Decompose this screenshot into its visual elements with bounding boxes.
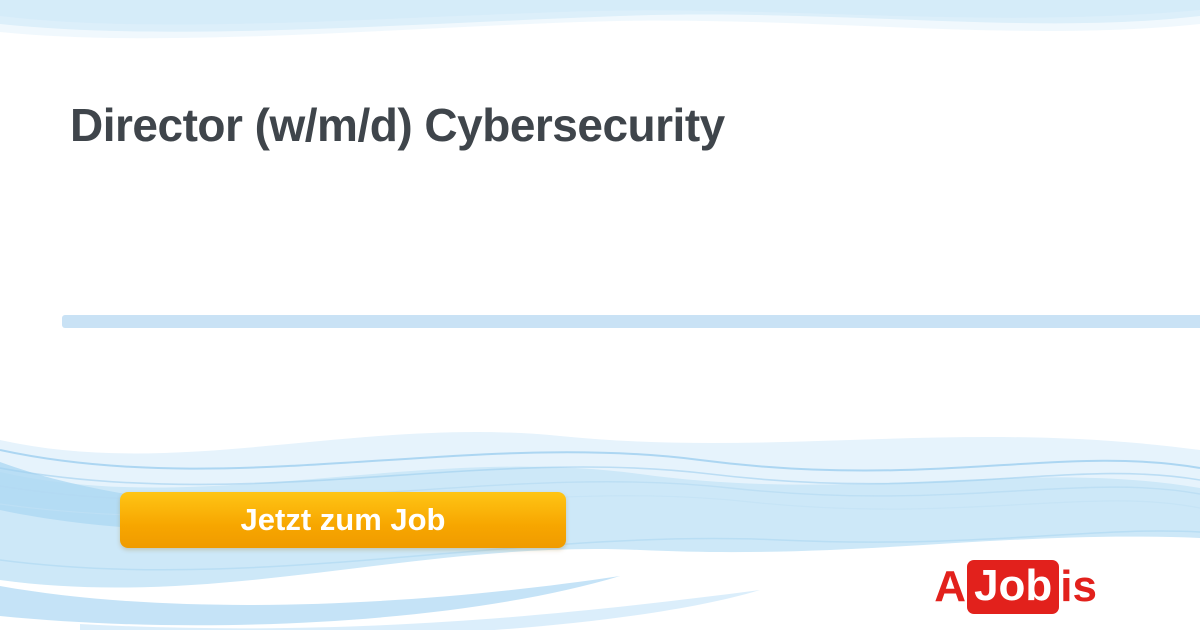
top-wave-svg bbox=[0, 0, 1200, 39]
job-title: Director (w/m/d) Cybersecurity bbox=[70, 99, 725, 151]
logo-prefix: A bbox=[934, 562, 967, 611]
logo-box: Job bbox=[967, 560, 1060, 614]
top-wave-decoration bbox=[0, 0, 1200, 50]
divider-bar bbox=[62, 315, 1200, 328]
cta-button[interactable]: Jetzt zum Job bbox=[120, 492, 566, 548]
logo-suffix: is bbox=[1060, 562, 1097, 611]
logo: A Job is bbox=[934, 560, 1097, 614]
